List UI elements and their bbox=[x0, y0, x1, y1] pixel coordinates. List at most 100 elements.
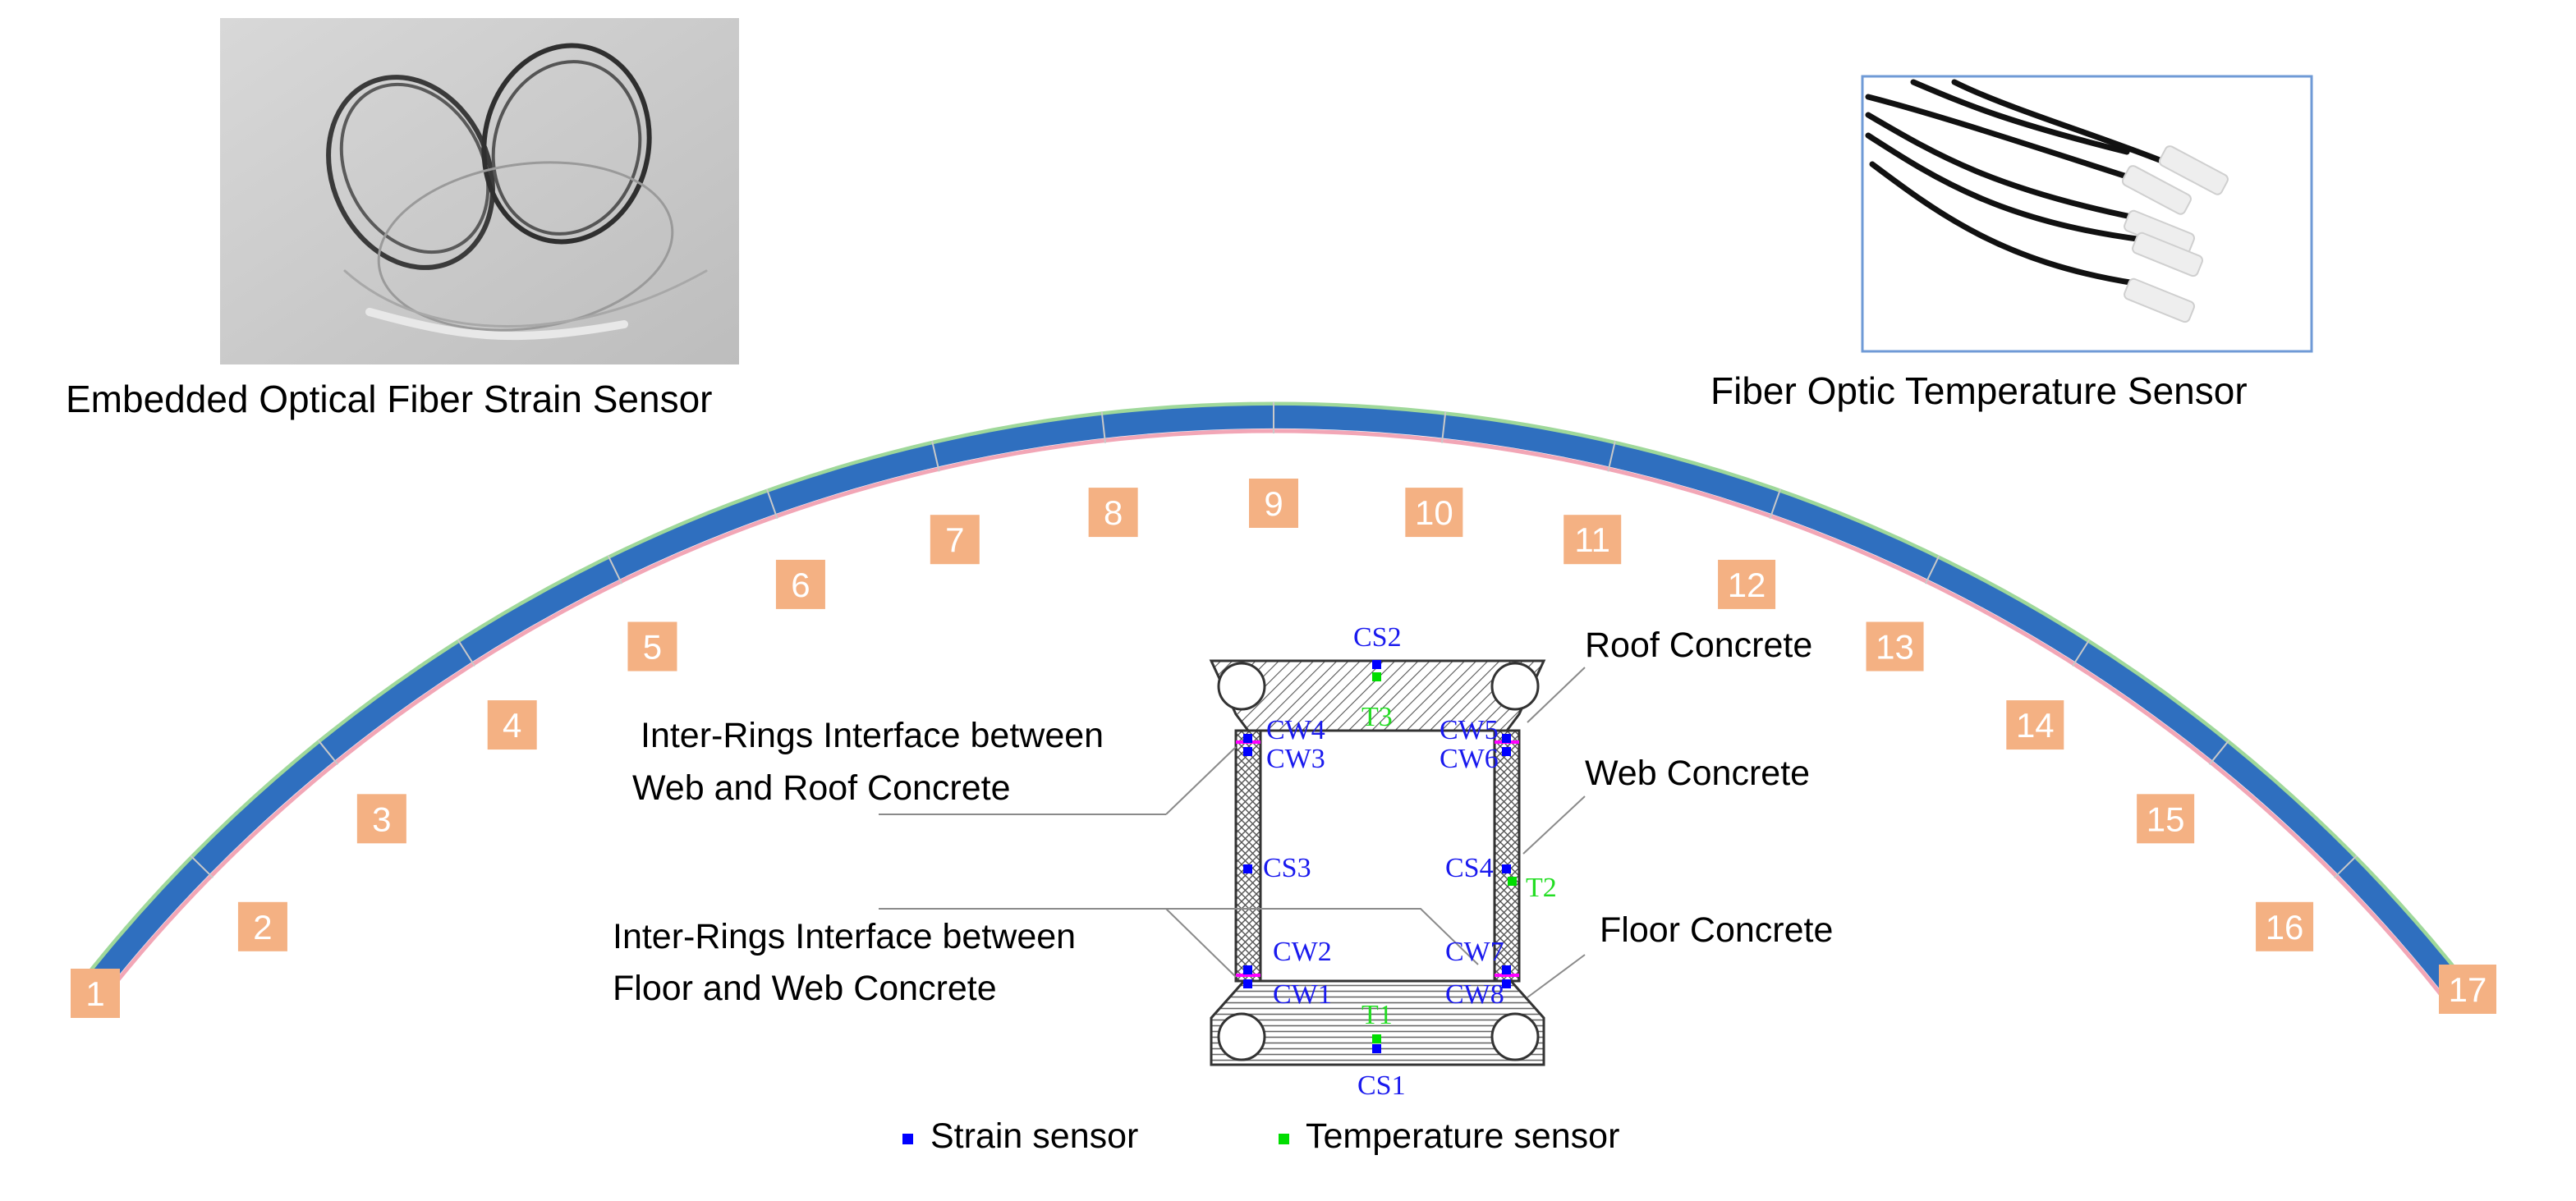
segment-box bbox=[1088, 488, 1138, 538]
strain-sensor-cs3 bbox=[1243, 864, 1252, 873]
temperature-sensor-caption: Fiber Optic Temperature Sensor bbox=[1710, 369, 2248, 412]
segment-label-9: 9 bbox=[1249, 479, 1298, 528]
segment-number: 7 bbox=[945, 520, 964, 559]
floor-concrete-label: Floor Concrete bbox=[1600, 910, 1833, 950]
segment-tick bbox=[317, 740, 339, 765]
segment-box bbox=[1866, 621, 1924, 672]
segment-box bbox=[487, 700, 537, 750]
segment-label-7: 7 bbox=[930, 515, 980, 565]
duct-top-left bbox=[1217, 662, 1266, 711]
segment-box bbox=[1718, 559, 1776, 609]
segment-tick bbox=[931, 441, 940, 472]
strain-sensor-cs2 bbox=[1372, 660, 1381, 669]
segment-tick bbox=[2208, 740, 2230, 765]
interface-web-roof-line2: Web and Roof Concrete bbox=[632, 768, 1011, 808]
label-cs4: CS4 bbox=[1445, 853, 1494, 883]
segment-box bbox=[775, 559, 825, 609]
legend-strain-swatch bbox=[902, 1134, 913, 1144]
strain-sensor-markers bbox=[1243, 660, 1511, 1053]
segment-tick bbox=[1440, 411, 1447, 443]
segment-box bbox=[1249, 479, 1298, 528]
strain-sensor-cw2 bbox=[1243, 965, 1252, 974]
segment-label-15: 15 bbox=[2137, 794, 2195, 844]
segment-box bbox=[2256, 901, 2314, 951]
label-cw2: CW2 bbox=[1273, 937, 1332, 967]
segment-number: 6 bbox=[791, 566, 810, 604]
segment-box bbox=[2006, 700, 2064, 750]
segment-tick bbox=[1607, 441, 1616, 472]
strain-sensor-cw8 bbox=[1502, 979, 1511, 988]
temperature-sensor-photo bbox=[1861, 75, 2313, 353]
segment-box bbox=[71, 969, 120, 1018]
label-cw5: CW5 bbox=[1440, 715, 1499, 745]
segment-label-13: 13 bbox=[1866, 621, 1924, 672]
segment-label-5: 5 bbox=[627, 621, 677, 672]
legend: Strain sensor Temperature sensor bbox=[902, 1116, 1619, 1156]
segment-label-16: 16 bbox=[2256, 901, 2314, 951]
segment-label-14: 14 bbox=[2006, 700, 2064, 750]
segment-box bbox=[1564, 515, 1622, 565]
segment-tick bbox=[1769, 488, 1782, 520]
temperature-sensor-t2 bbox=[1508, 877, 1517, 886]
segment-label-10: 10 bbox=[1405, 488, 1463, 538]
segment-box bbox=[237, 901, 287, 951]
segment-label-2: 2 bbox=[237, 901, 287, 951]
segment-label-12: 12 bbox=[1718, 559, 1776, 609]
segment-tick bbox=[1100, 411, 1107, 443]
segment-label-4: 4 bbox=[487, 700, 537, 750]
strain-sensor-caption: Embedded Optical Fiber Strain Sensor bbox=[66, 378, 713, 420]
box-girder-cross-section: CS2 CS1 CW4 CW3 CW5 CW6 CS3 CS4 CW2 CW1 … bbox=[613, 622, 1833, 1156]
strain-sensor-cs4 bbox=[1502, 864, 1511, 873]
segment-label-1: 1 bbox=[71, 969, 120, 1018]
segment-tick bbox=[190, 855, 214, 878]
roof-concrete-label: Roof Concrete bbox=[1585, 626, 1812, 665]
segment-tick bbox=[765, 488, 778, 520]
segment-number: 13 bbox=[1876, 628, 1914, 667]
segment-tick bbox=[2072, 639, 2091, 667]
segment-number: 15 bbox=[2147, 800, 2185, 838]
segment-number: 17 bbox=[2449, 970, 2487, 1009]
segment-number: 16 bbox=[2266, 908, 2304, 947]
label-cw8: CW8 bbox=[1445, 979, 1504, 1010]
strain-sensor-cw6 bbox=[1502, 747, 1511, 756]
segment-number: 5 bbox=[643, 628, 662, 667]
segment-tick bbox=[607, 555, 623, 584]
web-concrete-label: Web Concrete bbox=[1585, 754, 1810, 793]
segment-number: 8 bbox=[1104, 493, 1123, 532]
segment-box bbox=[356, 794, 406, 844]
strain-sensor-cw7 bbox=[1502, 965, 1511, 974]
segment-number: 14 bbox=[2016, 706, 2055, 745]
segment-label-3: 3 bbox=[356, 794, 406, 844]
segment-number: 2 bbox=[253, 908, 272, 947]
segment-tick bbox=[2333, 855, 2358, 878]
label-cs1: CS1 bbox=[1357, 1070, 1406, 1101]
segment-number: 3 bbox=[372, 800, 391, 838]
segment-box bbox=[627, 621, 677, 672]
strain-sensor-cw1 bbox=[1243, 979, 1252, 988]
segment-label-17: 17 bbox=[2439, 965, 2496, 1014]
legend-temperature-label: Temperature sensor bbox=[1306, 1116, 1619, 1156]
segment-label-6: 6 bbox=[775, 559, 825, 609]
strain-sensor-photo bbox=[220, 18, 739, 364]
segment-box bbox=[930, 515, 980, 565]
legend-strain-label: Strain sensor bbox=[930, 1116, 1138, 1156]
interface-web-roof-line1: Inter-Rings Interface between bbox=[641, 716, 1104, 755]
segment-label-8: 8 bbox=[1088, 488, 1138, 538]
interface-floor-web-line1: Inter-Rings Interface between bbox=[613, 917, 1076, 956]
temperature-sensor-markers bbox=[1372, 672, 1517, 1043]
label-cw4: CW4 bbox=[1266, 715, 1325, 745]
label-cw1: CW1 bbox=[1273, 979, 1332, 1010]
leader-lines bbox=[879, 667, 1586, 998]
interface-floor-web-line2: Floor and Web Concrete bbox=[613, 969, 997, 1008]
segment-number: 11 bbox=[1574, 520, 1610, 559]
strain-sensor-cw4 bbox=[1243, 734, 1252, 743]
legend-temperature-swatch bbox=[1279, 1134, 1289, 1144]
strain-sensor-cw3 bbox=[1243, 747, 1252, 756]
label-t3: T3 bbox=[1361, 702, 1393, 732]
duct-bottom-right bbox=[1490, 1012, 1540, 1061]
label-cw3: CW3 bbox=[1266, 744, 1325, 774]
segment-box bbox=[1405, 488, 1463, 538]
segment-tick bbox=[457, 639, 475, 667]
